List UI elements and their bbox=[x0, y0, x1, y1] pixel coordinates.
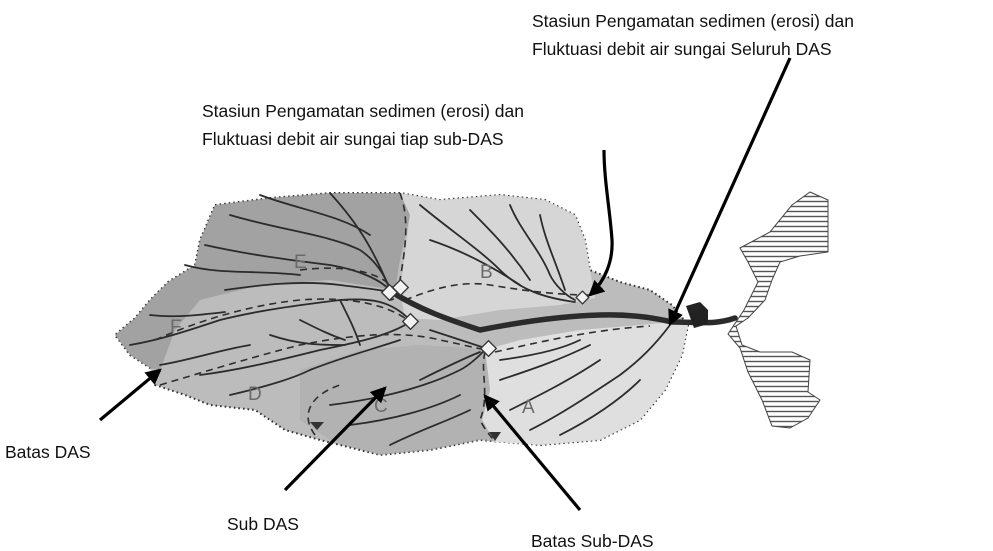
arrow-outlet-station bbox=[670, 58, 790, 324]
arrow-batas-das bbox=[100, 370, 160, 420]
subbasin-label-d: D bbox=[248, 384, 262, 405]
annotation-outlet-line2: Fluktuasi debit air sungai Seluruh DAS bbox=[532, 39, 832, 59]
reservoir-hatched bbox=[728, 192, 828, 428]
annotation-batas-das: Batas DAS bbox=[5, 442, 91, 462]
annotation-sub-line1: Stasiun Pengamatan sedimen (erosi) dan bbox=[202, 101, 524, 121]
annotation-sub-das: Sub DAS bbox=[227, 514, 299, 534]
annotation-outlet-line1: Stasiun Pengamatan sedimen (erosi) dan bbox=[532, 11, 854, 31]
annotation-sub-line2: Fluktuasi debit air sungai tiap sub-DAS bbox=[202, 129, 504, 149]
subbasin-label-a: A bbox=[522, 397, 535, 418]
subbasin-label-e: E bbox=[294, 252, 307, 273]
annotation-batas-sub-das: Batas Sub-DAS bbox=[531, 531, 654, 551]
subbasin-c-shading bbox=[300, 345, 495, 455]
subbasin-label-f: F bbox=[170, 317, 182, 338]
subbasin-label-b: B bbox=[480, 262, 493, 283]
